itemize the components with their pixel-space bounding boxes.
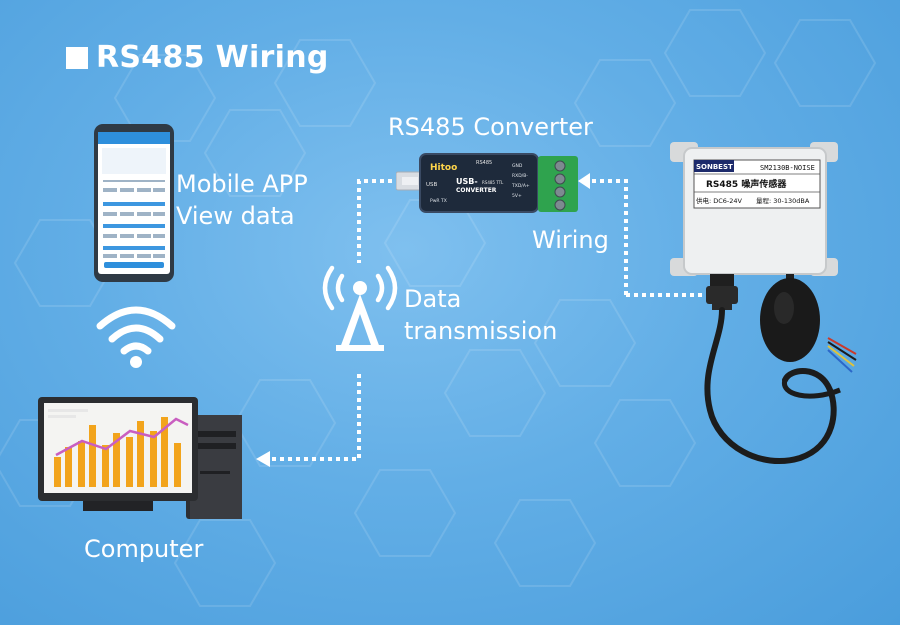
data-transmission-label: Data transmission [404, 283, 557, 348]
computer-label: Computer [84, 535, 204, 563]
title-square-icon [66, 46, 88, 69]
antenna-tower-icon [322, 265, 398, 351]
wifi-icon [96, 306, 176, 368]
converter-model: RS485 [476, 160, 492, 166]
sensor-range: 量程: 30-130dBA [756, 196, 810, 205]
mobile-app-label-line1: Mobile APP [176, 170, 308, 198]
arrow-to-computer-icon [256, 451, 270, 467]
sensor-name: RS485 噪声传感器 [706, 178, 787, 190]
converter-ttl: RS485 TTL [482, 180, 504, 185]
computer-link-line [270, 374, 361, 461]
data-transmission-label-line2: transmission [404, 317, 558, 346]
sensor-model: SM2130B-NOISE [760, 164, 815, 172]
converter-brand: Hitoo [430, 163, 457, 173]
computer [38, 397, 242, 519]
converter-pin-5v: 5V+ [512, 193, 522, 199]
mobile-phone [94, 124, 174, 282]
noise-sensor: SONBEST SM2130B-NOISE RS485 噪声传感器 供电: DC… [670, 142, 857, 465]
wiring-label: Wiring [532, 226, 609, 254]
converter-footer: PwR TX [430, 198, 447, 204]
converter-usb-text: USB [426, 182, 438, 188]
mobile-app-label: Mobile APP View data [176, 168, 308, 233]
sensor-power: 供电: DC6-24V [696, 196, 743, 205]
converter-line1: USB- [456, 177, 478, 186]
converter-label: RS485 Converter [388, 113, 593, 141]
converter-pin-gnd: GND [512, 163, 523, 169]
page-title: RS485 Wiring [96, 40, 329, 75]
arrow-to-terminal-icon [578, 173, 590, 189]
converter-pin-txd: TXD/A+ [511, 183, 530, 189]
sensor-wiring-line [590, 179, 628, 295]
usb-converter-device: Hitoo RS485 USB USB- RS485 TTL CONVERTER… [396, 153, 578, 213]
sensor-brand: SONBEST [696, 163, 733, 171]
phone-link-line [357, 179, 400, 263]
converter-pin-rxd: RXD/B- [512, 173, 528, 179]
mobile-app-label-line2: View data [176, 202, 295, 231]
converter-line2: CONVERTER [456, 187, 497, 194]
title-block: RS485 Wiring [66, 40, 329, 75]
data-transmission-label-line1: Data [404, 285, 462, 313]
